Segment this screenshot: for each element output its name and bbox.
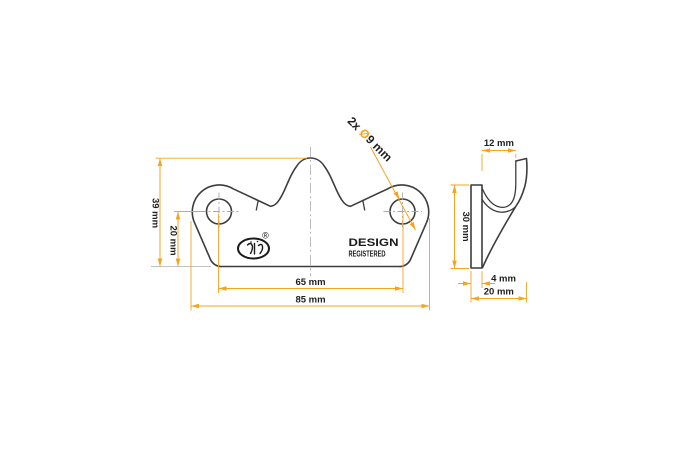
hook-inner-curve xyxy=(481,160,517,208)
hole-callout-arrow xyxy=(393,191,400,200)
dim-20mm-side-label: 20 mm xyxy=(484,287,514,298)
hole-callout-label: 2x Ø9 mm xyxy=(345,114,395,164)
dim-20mm-front: 20 mm xyxy=(168,211,201,267)
dim-20mm-side: 20 mm xyxy=(470,282,527,303)
logo-oval xyxy=(237,237,270,260)
design-registered-stamp: DESIGN REGISTERED xyxy=(349,237,399,259)
dim-39mm: 39 mm xyxy=(150,157,307,267)
dim-4mm-label: 4 mm xyxy=(491,274,516,285)
logo-dot xyxy=(256,240,259,243)
logo-glyph-stroke xyxy=(246,242,254,255)
dim-65mm-label: 65 mm xyxy=(295,277,325,288)
dim-4mm: 4 mm xyxy=(458,271,516,288)
dim-12mm: 12 mm xyxy=(481,138,517,171)
side-view: 12 mm 30 mm 4 mm 20 mm xyxy=(450,138,528,303)
hole-callout-leader xyxy=(370,146,416,231)
dim-39mm-label: 39 mm xyxy=(150,198,161,228)
hook-saddle-curve xyxy=(481,198,517,213)
hole-right-crosshair xyxy=(383,192,422,231)
dim-65mm: 65 mm xyxy=(218,214,404,293)
logo-glyph-stroke xyxy=(257,243,264,255)
side-plate-outline xyxy=(470,184,483,269)
dim-12mm-label: 12 mm xyxy=(484,138,514,149)
hole-left-crosshair xyxy=(199,192,239,231)
hook-outer-curve xyxy=(481,157,528,269)
tangent-tick-left xyxy=(255,200,259,211)
dim-30mm-label: 30 mm xyxy=(460,211,471,241)
dim-85mm: 85 mm xyxy=(190,218,430,311)
hole-callout: 2x Ø9 mm xyxy=(345,114,416,231)
plate-outline xyxy=(191,157,430,268)
dim-30mm: 30 mm xyxy=(450,184,471,269)
brand-logo: ® xyxy=(237,231,270,260)
front-view: ® DESIGN REGISTERED 39 mm 20 mm 65 mm xyxy=(150,114,430,311)
dim-20mm-label: 20 mm xyxy=(168,225,179,255)
stamp-line1: DESIGN xyxy=(349,237,399,249)
dim-85mm-label: 85 mm xyxy=(295,295,325,306)
logo-dot xyxy=(250,241,252,243)
stamp-line2: REGISTERED xyxy=(349,249,386,259)
hole-callout-value: 9 mm xyxy=(363,132,395,164)
registered-trademark-symbol: ® xyxy=(262,231,269,241)
tangent-tick-right xyxy=(362,200,366,211)
